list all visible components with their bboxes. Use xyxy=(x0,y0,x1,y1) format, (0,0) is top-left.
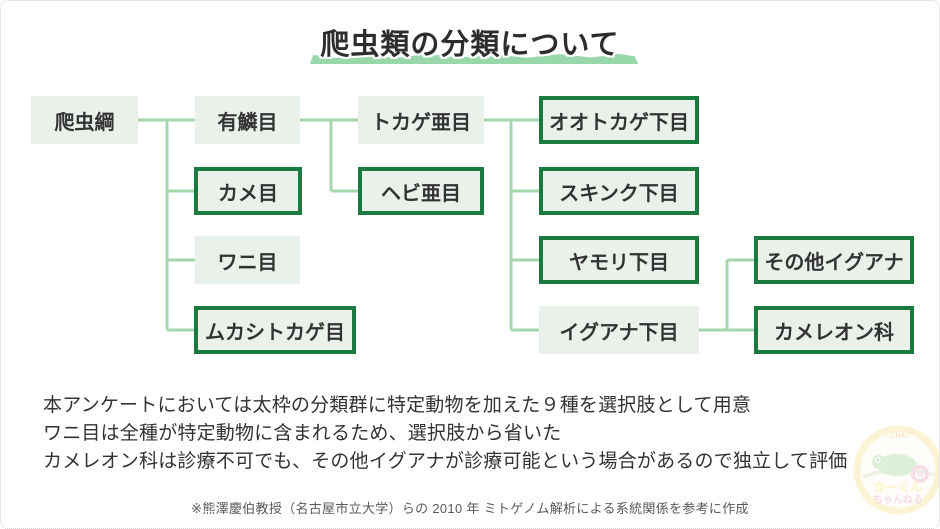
chameleon-channel-watermark: ☆CHA☆ かーくん ちゃんねる xyxy=(853,425,939,515)
title-underline-swoosh xyxy=(310,53,638,64)
footnote: ※熊澤慶伯教授（名古屋市立大学）らの 2010 年 ミトゲノム解析による系統関係… xyxy=(191,501,749,516)
note-line-1: 本アンケートにおいては太枠の分類群に特定動物を加えた９種を選択肢として用意 xyxy=(43,395,752,416)
note-line-2: ワニ目は全種が特定動物に含まれるため、選択肢から省いた xyxy=(43,423,562,444)
node-hebiamoku: ヘビ亜目 xyxy=(358,167,484,215)
node-tokageamoku: トカゲ亜目 xyxy=(358,96,484,144)
watermark-name-line1: かーくん xyxy=(874,480,922,494)
node-sonotaiguana: その他イグアナ xyxy=(754,236,914,284)
node-iguanakamoku: イグアナ下目 xyxy=(539,306,699,354)
node-chameleonka: カメレオン科 xyxy=(754,306,914,354)
notes-block: 本アンケートにおいては太枠の分類群に特定動物を加えた９種を選択肢として用意 ワニ… xyxy=(43,392,848,476)
watermark-name-line2: ちゃんねる xyxy=(873,494,923,506)
node-wanimoku: ワニ目 xyxy=(195,236,300,284)
node-kamemoku: カメ目 xyxy=(194,167,302,215)
node-yurinmoku: 有鱗目 xyxy=(195,96,300,144)
chameleon-illustration: ☆CHA☆ かーくん ちゃんねる xyxy=(853,425,939,515)
note-line-3: カメレオン科は診療不可でも、その他イグアナが診療可能という場合があるので独立して… xyxy=(43,451,848,472)
node-yamorikamoku: ヤモリ下目 xyxy=(539,236,699,284)
page-title: 爬虫類の分類について xyxy=(320,29,620,61)
node-hachuko: 爬虫綱 xyxy=(31,96,138,144)
watermark-ring-text: ☆CHA☆ xyxy=(884,432,912,440)
node-mukashitokage: ムカシトカゲ目 xyxy=(194,306,356,354)
node-ootokagekamoku: オオトカゲ下目 xyxy=(539,96,699,144)
node-sukinkukamoku: スキンク下目 xyxy=(539,167,699,215)
